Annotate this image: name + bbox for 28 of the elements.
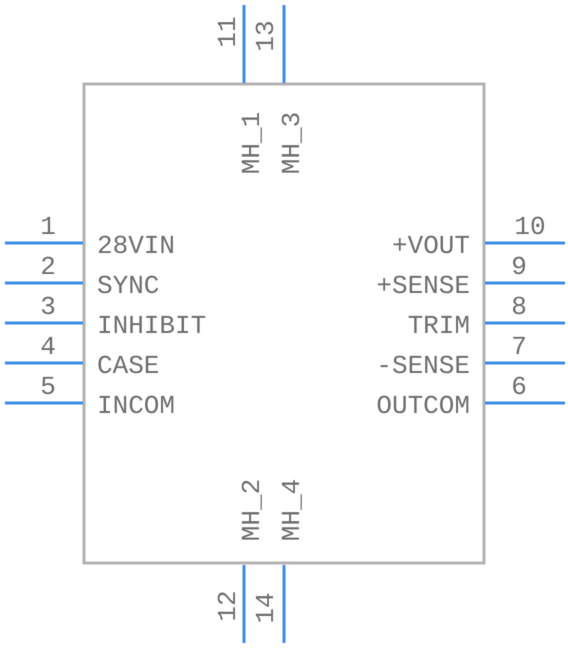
pin-label: 28VIN: [97, 233, 176, 259]
pin-label: MH_4: [279, 478, 305, 542]
pin-label: TRIM: [408, 313, 470, 339]
pin-number: 13: [253, 20, 279, 52]
pin-label: -SENSE: [376, 353, 470, 379]
pin-label: CASE: [97, 353, 160, 379]
pin-number: 1: [40, 214, 56, 240]
pin-label: +SENSE: [376, 273, 470, 299]
pin-number: 10: [514, 214, 546, 240]
pin-number: 9: [511, 254, 527, 280]
pin-label: INCOM: [97, 393, 176, 419]
pin-number: 11: [215, 16, 241, 48]
pin-label: INHIBIT: [97, 313, 206, 339]
pin-number: 4: [40, 334, 56, 360]
pin-label: SYNC: [97, 273, 160, 299]
pin-number: 8: [511, 294, 527, 320]
pin-number: 2: [40, 254, 56, 280]
pin-number: 3: [40, 294, 56, 320]
pin-label: OUTCOM: [376, 393, 470, 419]
pin-label: +VOUT: [392, 233, 470, 259]
pin-number: 6: [511, 374, 527, 400]
pin-number: 7: [511, 334, 527, 360]
pin-label: MH_3: [279, 112, 305, 174]
pin-number: 5: [40, 374, 56, 400]
pin-label: MH_2: [239, 478, 265, 542]
pin-label: MH_1: [239, 112, 265, 174]
pin-number: 12: [215, 590, 241, 622]
pin-number: 14: [253, 592, 279, 624]
